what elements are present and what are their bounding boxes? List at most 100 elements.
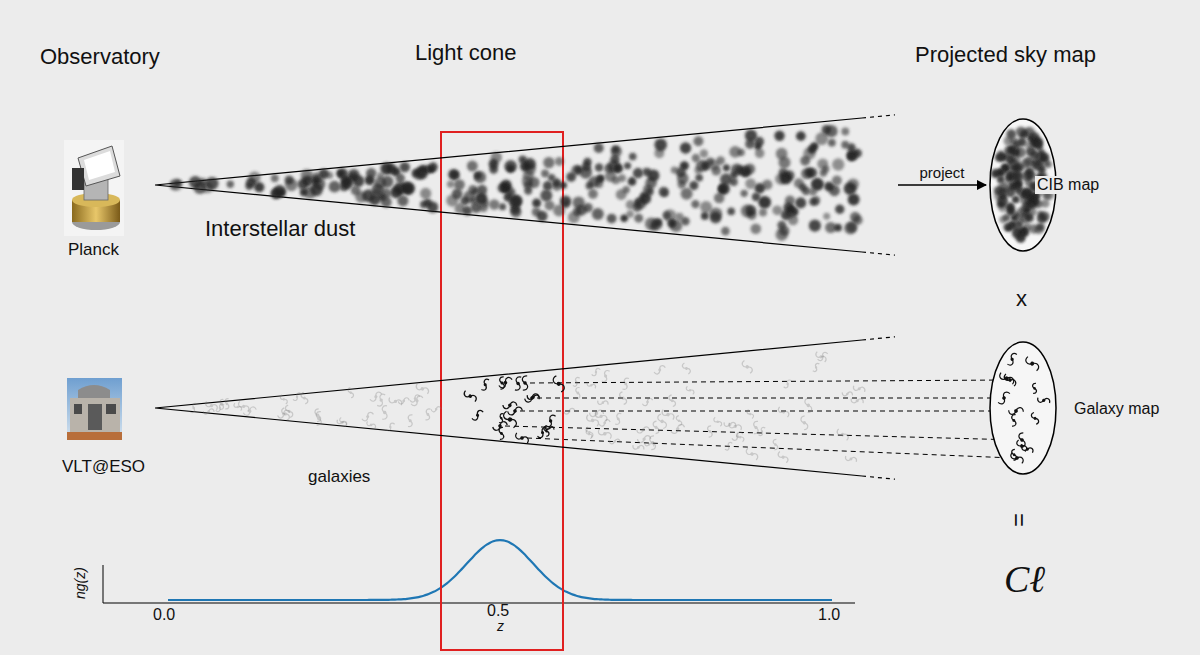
cib-blob xyxy=(997,176,1005,184)
galaxy-symbol xyxy=(283,405,295,418)
dust-blob xyxy=(676,213,684,221)
galaxy-symbol xyxy=(745,448,760,460)
cib-blob xyxy=(1005,187,1015,197)
galaxy-symbol xyxy=(813,363,820,373)
dust-blob xyxy=(695,174,703,182)
edge-label: project xyxy=(919,165,964,180)
dust-blob xyxy=(848,193,860,205)
dust-blob xyxy=(778,156,790,168)
galaxy-symbol xyxy=(647,436,657,450)
galaxy-symbol xyxy=(585,415,600,427)
dust-blob xyxy=(472,188,479,195)
galaxy-symbol xyxy=(814,352,827,363)
cib-blob xyxy=(1006,129,1016,139)
cib-blob xyxy=(1039,211,1049,221)
dust-blob xyxy=(227,181,234,188)
dust-blob xyxy=(605,171,616,182)
dust-blob xyxy=(694,167,701,174)
dust-blob xyxy=(822,165,829,172)
cib-blob xyxy=(1034,200,1042,208)
project-arrow xyxy=(898,184,986,185)
cib-blob xyxy=(1005,148,1015,158)
dust-blob xyxy=(812,196,820,204)
projection-line xyxy=(530,380,1006,383)
dust-blob xyxy=(170,179,182,191)
galaxy-symbol xyxy=(740,360,755,373)
galaxy-symbol xyxy=(636,425,649,436)
galaxy-symbol xyxy=(998,390,1010,405)
galaxy-symbol xyxy=(406,415,414,427)
galaxy-symbol xyxy=(845,456,856,462)
dust-blob xyxy=(745,129,757,141)
galaxy-symbol xyxy=(784,379,792,389)
dust-blob xyxy=(750,223,761,234)
galaxy-symbol xyxy=(481,379,489,391)
dust-blob xyxy=(382,176,394,188)
dust-blob xyxy=(803,147,815,159)
galaxy-symbol xyxy=(499,414,504,423)
galaxy-symbol xyxy=(667,395,678,407)
dust-blob xyxy=(646,188,654,196)
galaxy-symbol xyxy=(314,411,323,425)
galaxy-symbol xyxy=(758,427,765,437)
dust-blob xyxy=(402,182,415,195)
dust-blob xyxy=(718,183,730,195)
dust-blob xyxy=(693,136,703,146)
galaxy-symbol xyxy=(1016,432,1027,447)
galaxy-symbol xyxy=(524,391,539,405)
dust-blob xyxy=(624,162,631,169)
dust-blob xyxy=(787,205,795,213)
dust-blob xyxy=(543,181,553,191)
galaxy-symbol xyxy=(550,376,567,393)
cib-blob xyxy=(1016,127,1026,137)
galaxy-symbol xyxy=(771,439,779,450)
galaxy-symbol xyxy=(537,426,547,439)
dust-blob xyxy=(754,183,764,193)
galaxy-symbol xyxy=(411,394,423,408)
dust-blob xyxy=(507,165,515,173)
diagram-label: Observatory xyxy=(40,46,160,68)
dust-blob xyxy=(677,173,689,185)
dust-blob xyxy=(380,162,392,174)
dust-blob xyxy=(804,168,814,178)
dust-blob xyxy=(524,187,532,195)
dust-blob xyxy=(524,163,536,175)
dust-blob xyxy=(661,189,669,197)
dust-blob xyxy=(706,157,714,165)
cib-blob xyxy=(1013,157,1021,165)
cib-blob xyxy=(1006,207,1015,216)
galaxy-symbol xyxy=(527,393,539,401)
dust-blob xyxy=(508,189,516,197)
diagram-label: VLT@ESO xyxy=(62,458,145,475)
galaxy-symbol xyxy=(1002,374,1017,387)
dust-blob xyxy=(420,188,431,199)
galaxy-symbol xyxy=(633,444,644,451)
galaxy-symbol xyxy=(724,421,736,429)
axis-label: z xyxy=(497,619,504,633)
galaxy-symbol xyxy=(503,399,518,411)
dust-blob xyxy=(796,131,806,141)
dust-blob xyxy=(372,183,384,195)
galaxy-symbol xyxy=(233,403,243,411)
galaxy-symbol xyxy=(463,390,478,401)
dust-blob xyxy=(612,146,620,154)
axis-label: 0.0 xyxy=(153,607,175,623)
dust-blob xyxy=(588,189,598,199)
cone-label: galaxies xyxy=(308,468,370,485)
galaxy-symbol xyxy=(546,414,556,428)
dust-blob xyxy=(825,125,837,137)
galaxy-symbol xyxy=(389,398,402,406)
dust-blob xyxy=(199,178,207,186)
galaxy-symbol xyxy=(431,405,442,414)
dust-blob xyxy=(467,161,478,172)
galaxy-symbol xyxy=(1009,452,1024,463)
projection-line xyxy=(520,411,1012,412)
cib-blob xyxy=(1012,196,1020,204)
galaxy-symbol xyxy=(592,367,601,377)
galaxy-symbol xyxy=(1031,383,1038,393)
dust-blob xyxy=(802,187,810,195)
dust-blob xyxy=(841,141,849,149)
galaxy-symbol xyxy=(680,363,692,374)
dust-blob xyxy=(582,162,591,171)
